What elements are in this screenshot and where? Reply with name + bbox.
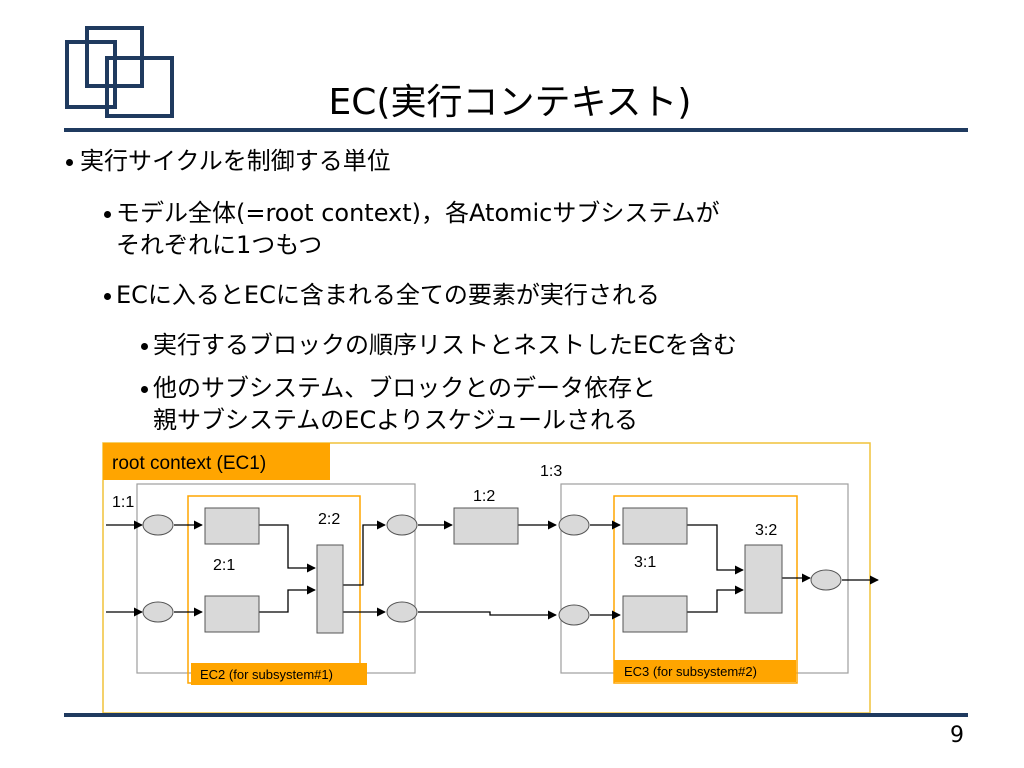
bullet-level3-item: 実行するブロックの順序リストとネストしたECを含む xyxy=(141,329,737,361)
title-divider xyxy=(64,128,968,132)
bullet-dot-icon xyxy=(141,343,148,350)
label-1-2: 1:2 xyxy=(473,488,495,505)
root-context-label: root context (EC1) xyxy=(112,453,266,474)
bullet-text-line: モデル全体(=root context)，各Atomicサブシステムが xyxy=(116,199,720,227)
subsystem1-frame xyxy=(136,483,416,674)
bullet-dot-icon xyxy=(66,159,73,166)
block-2-2 xyxy=(316,544,344,634)
label-2-1: 2:1 xyxy=(213,557,235,574)
bullet-text-line: 他のサブシステム、ブロックとのデータ依存と xyxy=(153,374,657,402)
ec3-label-box xyxy=(614,660,796,682)
bullet-text: ECに入るとECに含まれる全ての要素が実行される xyxy=(116,281,660,309)
label-2-2: 2:2 xyxy=(318,511,340,528)
block-3-1-bottom xyxy=(622,595,688,633)
bullet-level2-item: ECに入るとECに含まれる全ての要素が実行される xyxy=(104,279,660,311)
block-1-2 xyxy=(453,507,519,545)
ec3-label: EC3 (for subsystem#2) xyxy=(624,664,757,679)
bullet-text-line: それぞれに1つもつ xyxy=(116,231,323,259)
bullet-dot-icon xyxy=(104,211,111,218)
ec3-frame xyxy=(613,495,798,684)
label-1-3: 1:3 xyxy=(540,463,562,480)
label-3-2: 3:2 xyxy=(755,522,777,539)
outport-2 xyxy=(386,601,418,623)
block-2-1-top xyxy=(204,507,260,545)
bullet-level1-item: 実行サイクルを制御する単位 xyxy=(66,145,391,177)
block-3-2 xyxy=(744,544,783,614)
block-2-1-bottom xyxy=(204,595,260,633)
root-context-label-box xyxy=(103,443,330,480)
label-1-1: 1:1 xyxy=(112,494,134,511)
outport-1 xyxy=(386,514,418,536)
ec2-label: EC2 (for subsystem#1) xyxy=(200,667,333,682)
bullet-dot-icon xyxy=(141,386,148,393)
inport-3 xyxy=(558,514,590,536)
inport-1 xyxy=(142,514,174,536)
bullet-level2-item: モデル全体(=root context)，各Atomicサブシステムが それぞれ… xyxy=(104,197,720,261)
inport-2 xyxy=(142,601,174,623)
bullet-dot-icon xyxy=(104,293,111,300)
label-3-1: 3:1 xyxy=(634,554,656,571)
ec2-label-box xyxy=(191,663,367,685)
inport-4 xyxy=(558,604,590,626)
bullet-text-line: 親サブシステムのECよりスケジュールされる xyxy=(153,406,639,434)
bullet-level3-item: 他のサブシステム、ブロックとのデータ依存と 親サブシステムのECよりスケジュール… xyxy=(141,372,656,436)
bullet-text: 実行サイクルを制御する単位 xyxy=(80,147,391,175)
outport-3 xyxy=(810,569,842,591)
slide-title: EC(実行コンテキスト) xyxy=(328,82,692,123)
bullet-text: 実行するブロックの順序リストとネストしたECを含む xyxy=(153,331,737,359)
block-3-1-top xyxy=(622,507,688,545)
footer-divider xyxy=(64,713,968,717)
page-number: 9 xyxy=(950,723,964,748)
overlapping-squares-logo-icon xyxy=(65,26,174,118)
